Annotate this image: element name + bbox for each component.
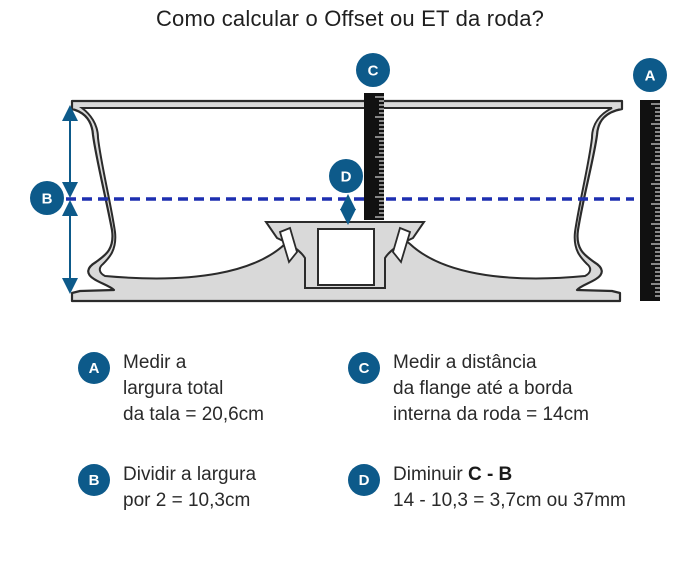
- step-d-line-1: Diminuir C - B: [393, 462, 626, 488]
- step-b-text: Dividir a largura por 2 = 10,3cm: [123, 462, 256, 514]
- step-d-line-2: 14 - 10,3 = 3,7cm ou 37mm: [393, 490, 626, 511]
- wheel-profile: [70, 99, 624, 303]
- step-d: D Diminuir C - B 14 - 10,3 = 3,7cm ou 37…: [348, 462, 626, 514]
- step-b-line-2: por 2 = 10,3cm: [123, 490, 251, 511]
- step-a-line-2: largura total: [123, 378, 224, 399]
- step-d-formula: C - B: [467, 464, 513, 485]
- step-c-line-2: da flange até a borda: [393, 378, 573, 399]
- ruler-c: [364, 93, 384, 220]
- marker-d-label: D: [341, 169, 352, 186]
- step-b-badge: B: [78, 464, 110, 496]
- marker-b: B: [30, 181, 64, 215]
- step-a: A Medir a largura total da tala = 20,6cm: [78, 350, 264, 428]
- step-d-prefix: Diminuir: [393, 464, 468, 485]
- step-d-text: Diminuir C - B 14 - 10,3 = 3,7cm ou 37mm: [393, 462, 626, 514]
- marker-d: D: [329, 159, 363, 193]
- spoke-notch-right: [392, 226, 412, 264]
- step-c-line-1: Medir a distância: [393, 352, 537, 373]
- step-c-line-3: interna da roda = 14cm: [393, 404, 589, 425]
- step-a-text: Medir a largura total da tala = 20,6cm: [123, 350, 264, 428]
- marker-a-label: A: [645, 68, 656, 85]
- marker-b-label: B: [42, 191, 53, 208]
- step-b: B Dividir a largura por 2 = 10,3cm: [78, 462, 256, 514]
- marker-c: C: [356, 53, 390, 87]
- wheel-offset-diagram: C A B D: [30, 53, 667, 303]
- step-c-badge: C: [348, 352, 380, 384]
- step-d-badge: D: [348, 464, 380, 496]
- marker-a: A: [633, 58, 667, 92]
- step-c: C Medir a distância da flange até a bord…: [348, 350, 589, 428]
- step-a-badge: A: [78, 352, 110, 384]
- ruler-a: [640, 100, 660, 301]
- step-a-line-3: da tala = 20,6cm: [123, 404, 265, 425]
- step-c-text: Medir a distância da flange até a borda …: [393, 350, 589, 428]
- hub-bore: [317, 228, 375, 286]
- page-title: Como calcular o Offset ou ET da roda?: [155, 6, 545, 31]
- spoke-notch-left: [278, 226, 298, 264]
- step-b-line-1: Dividir a largura: [123, 464, 257, 485]
- marker-c-label: C: [368, 63, 379, 80]
- step-a-line-1: Medir a: [123, 352, 187, 373]
